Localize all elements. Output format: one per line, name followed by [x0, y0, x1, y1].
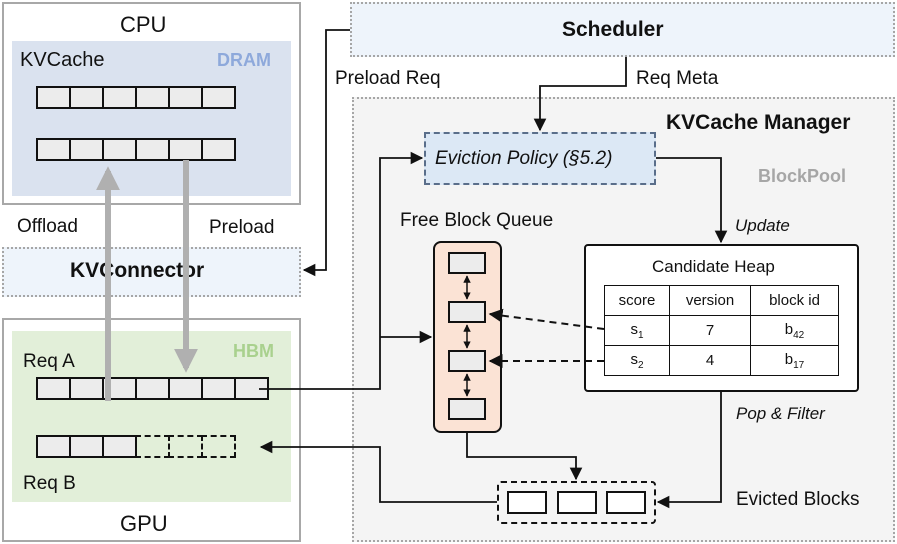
- hbm-label: HBM: [233, 341, 274, 361]
- block-id-cell: b17: [750, 345, 839, 376]
- table-row: s1 7 b42: [604, 315, 839, 346]
- evicted-to-req-b-arrow: [259, 440, 497, 503]
- req-a-blocks: [36, 377, 269, 400]
- column-header: block id: [750, 285, 839, 316]
- pop-filter-arrow: [656, 392, 722, 509]
- candidate-heap-table: score version block id s1 7 b42 s2 4 b17: [604, 285, 839, 376]
- preload-req-label: Preload Req: [335, 68, 441, 89]
- req-a-label: Req A: [23, 351, 75, 372]
- gpu-title: GPU: [120, 511, 168, 536]
- req-b-label: Req B: [23, 473, 76, 494]
- queue-block: [448, 350, 486, 372]
- cpu-kvcache-row-2: [36, 138, 236, 161]
- offload-label: Offload: [17, 216, 78, 237]
- queue-block: [448, 252, 486, 274]
- preload-label: Preload: [209, 217, 275, 238]
- blockpool-label: BlockPool: [758, 166, 847, 186]
- hbm-region: [12, 331, 291, 502]
- table-row: s2 4 b17: [604, 345, 839, 376]
- update-label: Update: [735, 216, 790, 235]
- s1-pointer: [488, 308, 605, 330]
- evicted-blocks-box: [497, 481, 656, 524]
- column-header: score: [604, 285, 670, 316]
- evicted-blocks-label: Evicted Blocks: [736, 489, 860, 510]
- pop-filter-label: Pop & Filter: [736, 404, 825, 423]
- evicted-block: [557, 491, 597, 514]
- free-block-queue-label: Free Block Queue: [400, 210, 554, 231]
- update-arrow: [656, 157, 728, 244]
- queue-to-evicted-arrow: [466, 433, 583, 481]
- req-a-to-queue-line: [259, 151, 424, 390]
- dram-label: DRAM: [217, 50, 271, 70]
- dram-region: [12, 41, 291, 196]
- queue-block: [448, 398, 486, 420]
- scheduler-label: Scheduler: [562, 18, 664, 41]
- version-cell: 7: [669, 315, 751, 346]
- eviction-policy-box: [424, 132, 656, 185]
- evicted-block: [606, 491, 646, 514]
- req-meta-label: Req Meta: [636, 68, 719, 89]
- kvconnector-box: [2, 247, 301, 297]
- candidate-heap-title: Candidate Heap: [652, 257, 775, 276]
- kvcache-label: KVCache: [20, 49, 105, 71]
- preload-req-arrow: [302, 29, 350, 277]
- cpu-kvcache-row-1: [36, 86, 236, 109]
- cpu-title: CPU: [120, 12, 167, 37]
- queue-block: [448, 301, 486, 323]
- kvcache-manager-title: KVCache Manager: [666, 111, 851, 134]
- column-header: version: [669, 285, 751, 316]
- req-b-blocks: [36, 435, 236, 458]
- scheduler-box: [350, 2, 895, 57]
- version-cell: 4: [669, 345, 751, 376]
- eviction-policy-label: Eviction Policy (§5.2): [435, 148, 613, 169]
- kvconnector-label: KVConnector: [70, 259, 205, 282]
- table-header-row: score version block id: [604, 285, 839, 316]
- req-meta-arrow: [533, 57, 627, 132]
- evicted-block: [507, 491, 547, 514]
